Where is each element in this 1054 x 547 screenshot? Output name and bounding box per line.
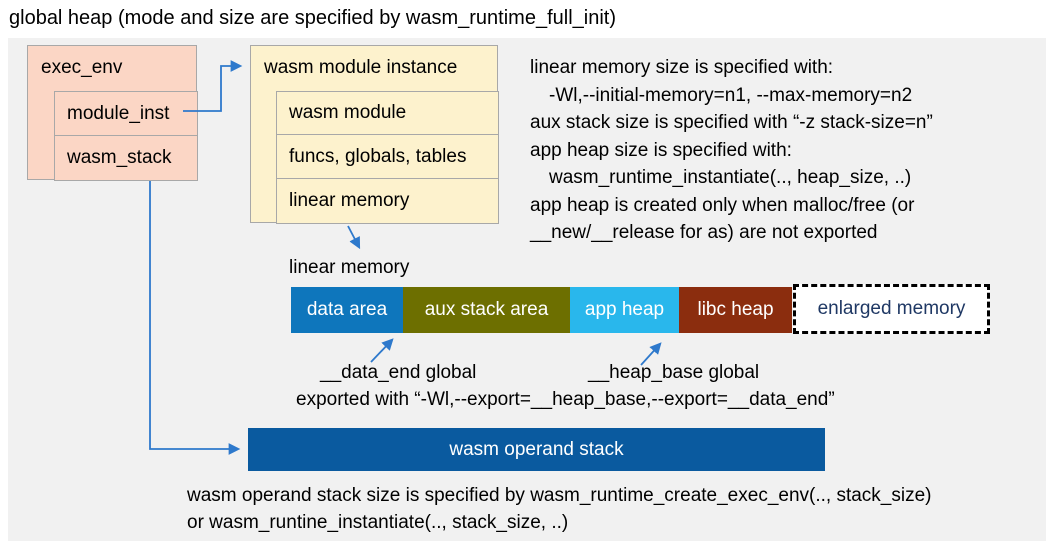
linear-memory-field-label: linear memory (289, 190, 410, 211)
export-flags-annotation: exported with “-Wl,--export=__heap_base,… (296, 389, 835, 410)
wasm-stack-field: wasm_stack (54, 135, 198, 181)
exec-env-label: exec_env (41, 57, 123, 78)
note-line: or wasm_runtine_instantiate(.., stack_si… (187, 512, 569, 533)
note-line: aux stack size is specified with “-z sta… (530, 112, 933, 133)
segment-aux-stack-area: aux stack area (403, 287, 570, 333)
exec-env-box: exec_env module_inst wasm_stack (27, 45, 198, 181)
funcs-globals-tables-label: funcs, globals, tables (289, 145, 467, 167)
wasm-module-field: wasm module (276, 91, 499, 135)
segment-app-heap-label: app heap (584, 299, 665, 320)
enlarged-memory-label: enlarged memory (817, 298, 966, 319)
segment-libc-heap: libc heap (679, 287, 792, 333)
segment-data-area: data area (291, 287, 403, 333)
wasm-module-label: wasm module (289, 102, 407, 123)
note-line: -Wl,--initial-memory=n1, --max-memory=n2 (549, 84, 913, 106)
segment-aux-stack-area-label: aux stack area (424, 299, 549, 320)
segment-app-heap: app heap (570, 287, 679, 333)
module-inst-field: module_inst (54, 91, 198, 136)
wasm-operand-stack-label: wasm operand stack (449, 438, 624, 460)
wasm-stack-label: wasm_stack (67, 147, 172, 168)
note-line: __new/__release for as) are not exported (530, 222, 878, 243)
diagram-title: global heap (mode and size are specified… (9, 7, 616, 29)
segment-data-area-label: data area (306, 299, 388, 320)
note-line: wasm_runtime_instantiate(.., heap_size, … (549, 167, 912, 188)
data-end-annotation: __data_end global (320, 362, 477, 383)
note-line: linear memory size is specified with: (530, 57, 834, 78)
module-instance-box: wasm module instance wasm module funcs, … (250, 45, 499, 224)
note-line: app heap size is specified with: (530, 139, 792, 161)
note-line: app heap is created only when malloc/fre… (530, 194, 915, 216)
segment-libc-heap-label: libc heap (697, 299, 774, 320)
memory-size-notes: linear memory size is specified with: -W… (530, 54, 933, 247)
module-inst-label: module_inst (67, 102, 170, 124)
operand-stack-notes: wasm operand stack size is specified by … (187, 482, 932, 536)
linear-memory-title: linear memory (289, 257, 410, 278)
enlarged-memory-box: enlarged memory (793, 284, 990, 334)
heap-base-annotation: __heap_base global (588, 362, 760, 383)
module-instance-label: wasm module instance (264, 57, 458, 78)
funcs-globals-tables-field: funcs, globals, tables (276, 134, 499, 179)
wasm-operand-stack-bar: wasm operand stack (248, 428, 825, 471)
linear-memory-field: linear memory (276, 178, 499, 224)
note-line: wasm operand stack size is specified by … (187, 485, 932, 506)
